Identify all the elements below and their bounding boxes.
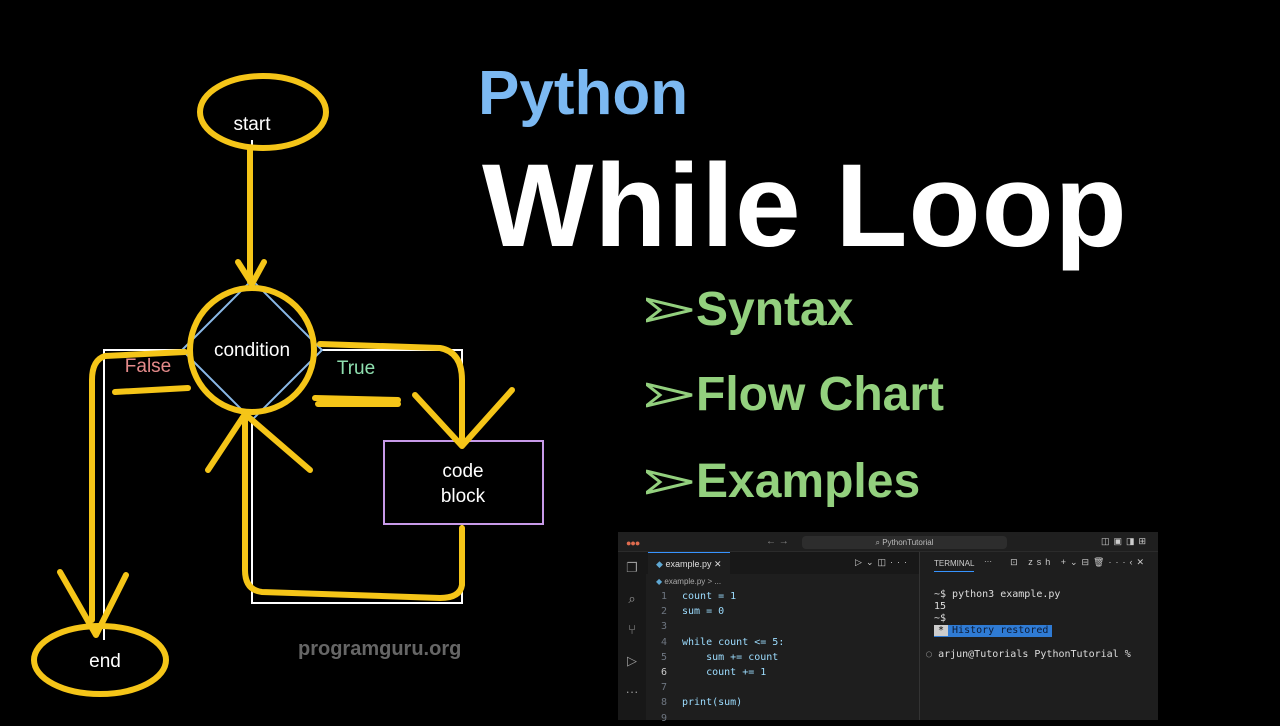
layout-icons[interactable]: ◫▣◨⊞ [1100,536,1150,546]
tab-example-py[interactable]: ◆ example.py ✕ [648,552,730,574]
code-block-label-2: block [441,486,486,507]
terminal-prompt: arjun@Tutorials PythonTutorial % [938,649,1131,660]
arrow-bullet-icon [646,382,693,407]
terminal-actions[interactable]: ⊡ zsh +⌄⊟🗑···‹✕ [1010,557,1148,567]
arrow-false [57,349,188,638]
breadcrumb[interactable]: ◆ example.py > ... [646,574,919,589]
nav-arrows[interactable]: ← → [766,536,789,547]
activity-bar: ❐ ⌕ ⑂ ▷ ··· [618,552,646,720]
terminal-line: 15 [934,601,947,612]
history-restored-badge: *History restored [934,625,1053,637]
explorer-icon[interactable]: ❐ [626,560,638,575]
true-label: True [337,358,375,379]
search-text: PythonTutorial [882,538,934,547]
more-icon[interactable]: ··· [625,684,639,699]
bullet-label: Flow Chart [696,368,944,421]
code-line: 3 [660,621,667,633]
editor: ◆ example.py ✕ ▷⌄◫··· ◆ example.py > ...… [646,552,920,724]
false-connector [103,349,182,640]
bullet-flow-chart: Flow Chart [646,367,944,422]
window-controls[interactable]: ●●● [626,538,640,548]
language-title: Python [478,59,689,128]
breadcrumb-text: example.py > ... [664,577,722,586]
run-debug-icon[interactable]: ▷ [627,653,637,668]
code-line: 7 [660,682,667,694]
tab-terminal[interactable]: TERMINAL [934,559,975,572]
watermark: programguru.org [298,638,462,660]
python-file-icon: ◆ [656,559,663,569]
arrow-loop [205,411,465,601]
start-label: start [234,114,272,135]
code-line: 5 sum += count [660,651,779,663]
bullet-syntax: Syntax [646,282,853,337]
title-bar: ●●● ← → ⌕ PythonTutorial ◫▣◨⊞ [618,532,1158,552]
end-label: end [89,651,121,672]
terminal-panel: TERMINAL ··· ⊡ zsh +⌄⊟🗑···‹✕ ~$ python3 … [920,552,1158,720]
vscode-window: ●●● ← → ⌕ PythonTutorial ◫▣◨⊞ ❐ ⌕ ⑂ ▷ ··… [618,532,1158,724]
flowchart: start condition False True code block en… [31,73,544,697]
bullet-examples: Examples [646,454,920,509]
condition-label: condition [214,340,290,361]
arrow-bullet-icon [646,469,693,494]
tab-label: example.py [665,559,712,569]
terminal-line: ~$ python3 example.py [934,589,1061,600]
code-line: 9 [660,712,667,724]
arrow-true [317,341,515,449]
true-underline [312,395,401,407]
editor-actions[interactable]: ▷⌄◫··· [855,557,911,567]
condition-circle [187,285,317,415]
source-control-icon[interactable]: ⑂ [628,622,636,637]
false-label: False [125,356,171,377]
false-underline [112,385,191,395]
arrow-bullet-icon [646,297,693,322]
search-icon[interactable]: ⌕ [628,591,636,606]
python-file-icon: ◆ [656,577,663,586]
topic-title: While Loop [482,140,1128,272]
more-icon[interactable]: ··· [984,557,992,566]
bullet-label: Examples [696,455,921,508]
arrow-start [235,147,267,287]
code-line: 6 count += 1 [660,666,767,678]
command-center-search[interactable]: ⌕ PythonTutorial [802,536,1007,549]
shell-name: zsh [1028,557,1055,567]
code-block-box [383,440,544,525]
terminal-line: ~$ [934,613,947,624]
code-block-label-1: code [442,461,483,482]
start-ellipse [197,73,329,151]
terminal-output[interactable]: ~$ python3 example.py 15 ~$ *History res… [920,574,1158,676]
bullet-label: Syntax [696,283,854,336]
